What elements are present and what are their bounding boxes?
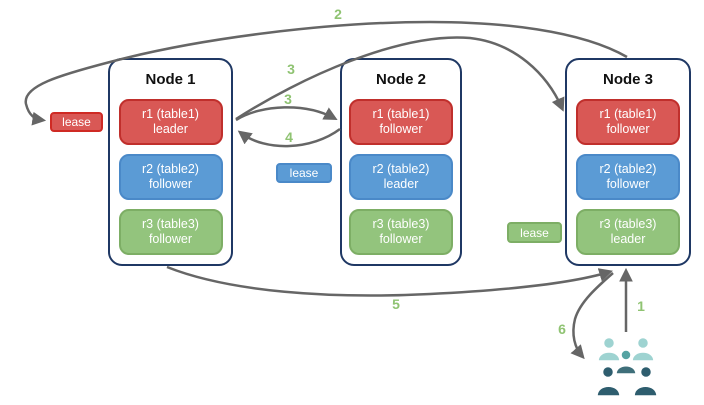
replica-box-n1-r1: r1 (table1) leader xyxy=(118,99,223,145)
step-label-3a: 3 xyxy=(287,61,295,77)
step-label-1: 1 xyxy=(637,298,645,314)
replica-role: follower xyxy=(606,177,650,191)
replica-role: follower xyxy=(606,122,650,136)
replica-name: r1 (table1) xyxy=(142,106,199,121)
step-label-3b: 3 xyxy=(284,91,292,107)
replica-role: leader xyxy=(383,177,419,191)
node-2-panel: Node 2 r1 (table1) follower r2 (table2) … xyxy=(340,58,462,266)
person-body xyxy=(631,351,655,362)
person-body xyxy=(596,385,621,397)
users-group-icon xyxy=(596,336,658,397)
replica-role: leader xyxy=(153,122,188,136)
replica-name: r3 (table3) xyxy=(372,216,430,231)
step-label-2: 2 xyxy=(334,6,342,22)
replica-box-n1-r3: r3 (table3) follower xyxy=(118,209,223,255)
step-label-6: 6 xyxy=(558,321,566,337)
lease-badge-blue: lease xyxy=(276,163,332,183)
replica-name: r1 (table1) xyxy=(372,106,430,121)
node-1-title: Node 1 xyxy=(145,71,196,88)
replica-box-n2-r3: r3 (table3) follower xyxy=(349,209,453,255)
node-3-panel: Node 3 r1 (table1) follower r2 (table2) … xyxy=(565,58,691,266)
replica-box-n3-r1: r1 (table1) follower xyxy=(576,99,680,145)
replica-role: follower xyxy=(148,177,193,191)
lease-badge-red: lease xyxy=(50,112,103,132)
replica-name: r3 (table3) xyxy=(142,216,199,231)
person-head xyxy=(620,349,632,361)
arrow-step-5 xyxy=(166,265,613,297)
replica-name: r1 (table1) xyxy=(599,106,657,121)
person-body xyxy=(633,385,658,397)
node-2-title: Node 2 xyxy=(375,71,426,88)
replica-box-n1-r2: r2 (table2) follower xyxy=(118,154,223,200)
replica-box-n3-r3: r3 (table3) leader xyxy=(576,209,680,255)
replica-role: follower xyxy=(379,232,423,246)
replica-box-n2-r1: r1 (table1) follower xyxy=(349,99,453,145)
person-head xyxy=(639,365,653,379)
replica-name: r3 (table3) xyxy=(599,216,657,231)
replica-box-n2-r2: r2 (table2) leader xyxy=(349,154,453,200)
person-body xyxy=(615,365,637,375)
person-head xyxy=(636,336,650,350)
lease-badge-green: lease xyxy=(507,222,562,243)
person-head xyxy=(602,336,616,350)
replica-role: follower xyxy=(148,232,193,246)
person-head xyxy=(601,365,615,379)
replica-name: r2 (table2) xyxy=(599,161,657,176)
replica-name: r2 (table2) xyxy=(142,161,199,176)
arrow-step-6 xyxy=(570,272,614,360)
replica-box-n3-r2: r2 (table2) follower xyxy=(576,154,680,200)
replica-name: r2 (table2) xyxy=(372,161,430,176)
node-3-title: Node 3 xyxy=(602,71,653,88)
step-label-4: 4 xyxy=(285,129,293,145)
arrow-step-3-to-node2 xyxy=(235,106,338,122)
step-label-5: 5 xyxy=(392,296,400,312)
replica-role: follower xyxy=(379,122,423,136)
replica-role: leader xyxy=(610,232,646,246)
node-1-panel: Node 1 r1 (table1) leader r2 (table2) fo… xyxy=(108,58,233,266)
person-body xyxy=(597,351,621,362)
